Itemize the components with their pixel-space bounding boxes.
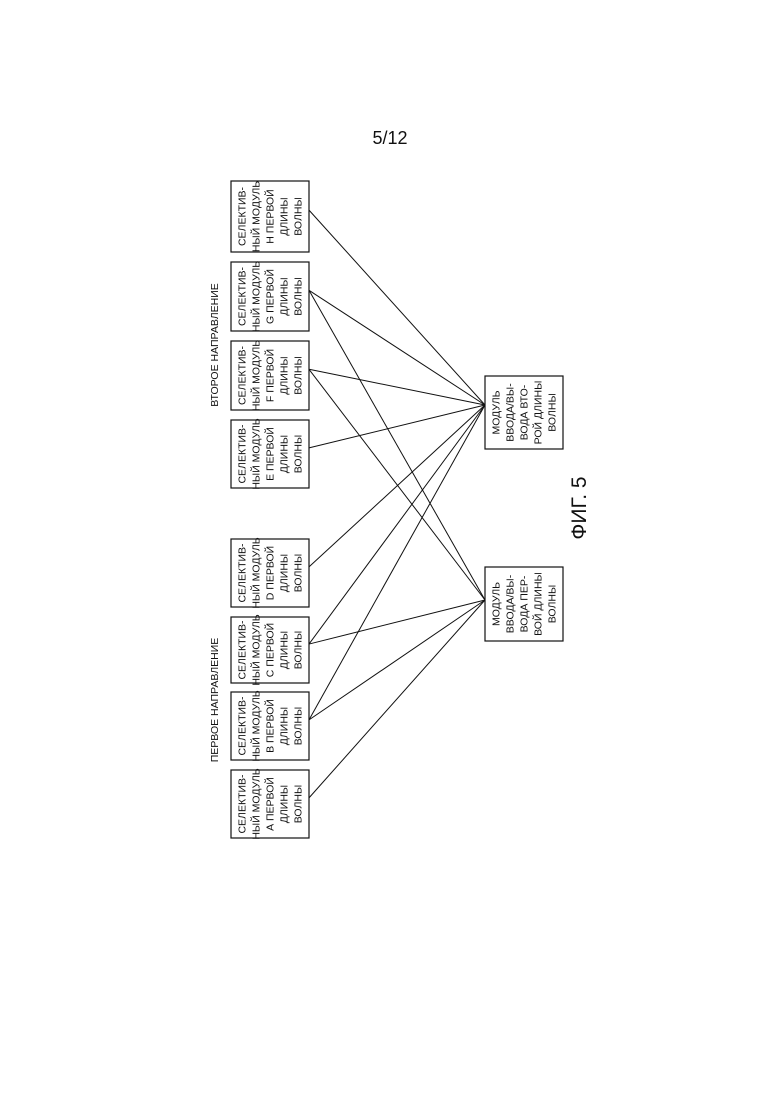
module-label-line: ВОЛНЫ xyxy=(292,554,304,592)
connection-b-io2 xyxy=(309,405,485,720)
connection-g-io1 xyxy=(309,290,485,600)
connection-a-io1 xyxy=(309,600,485,798)
module-label-line: ВОЙ ДЛИНЫ xyxy=(531,572,544,636)
figure-label: ФИГ. 5 xyxy=(568,476,591,539)
connection-d-io2 xyxy=(309,405,485,567)
selective-module-e: СЕЛЕКТИВ-НЫЙ МОДУЛЬЕ ПЕРВОЙДЛИНЫВОЛНЫ xyxy=(231,418,309,489)
module-label-line: НЫЙ МОДУЛЬ xyxy=(249,537,262,608)
module-label-line: СЕЛЕКТИВ- xyxy=(237,186,249,246)
module-label-line: СЕЛЕКТИВ- xyxy=(237,543,249,603)
module-label-line: ВОЛНЫ xyxy=(546,393,558,431)
module-label-line: СЕЛЕКТИВ- xyxy=(237,266,249,326)
module-label-line: ВВОДА/ВЫ- xyxy=(504,383,516,442)
module-label-line: ВОЛНЫ xyxy=(546,585,558,623)
module-label-line: А ПЕРВОЙ xyxy=(263,777,276,831)
module-label-line: ДЛИНЫ xyxy=(278,356,290,394)
module-label-line: ДЛИНЫ xyxy=(278,277,290,315)
module-label-line: ВОЛНЫ xyxy=(292,707,304,745)
module-label-line: СЕЛЕКТИВ- xyxy=(237,620,249,680)
first-direction-heading: ПЕРВОЕ НАПРАВЛЕНИЕ xyxy=(209,638,221,763)
module-label-line: СЕЛЕКТИВ- xyxy=(237,774,249,834)
module-label-line: ДЛИНЫ xyxy=(278,197,290,235)
module-label-line: С ПЕРВОЙ xyxy=(263,623,276,677)
module-label-line: ВОЛНЫ xyxy=(292,785,304,823)
module-label-line: СЕЛЕКТИВ- xyxy=(237,345,249,405)
module-label-line: НЫЙ МОДУЛЬ xyxy=(249,418,262,489)
selective-module-d: СЕЛЕКТИВ-НЫЙ МОДУЛЬD ПЕРВОЙДЛИНЫВОЛНЫ xyxy=(231,537,309,608)
module-label-line: ДЛИНЫ xyxy=(278,707,290,745)
module-label-line: НЫЙ МОДУЛЬ xyxy=(249,340,262,411)
module-label-line: НЫЙ МОДУЛЬ xyxy=(249,768,262,839)
module-label-line: СЕЛЕКТИВ- xyxy=(237,424,249,484)
module-label-line: ВОЛНЫ xyxy=(292,277,304,315)
module-label-line: F ПЕРВОЙ xyxy=(263,349,276,402)
selective-module-f: СЕЛЕКТИВ-НЫЙ МОДУЛЬF ПЕРВОЙДЛИНЫВОЛНЫ xyxy=(231,340,309,411)
selective-module-a: СЕЛЕКТИВ-НЫЙ МОДУЛЬА ПЕРВОЙДЛИНЫВОЛНЫ xyxy=(231,768,309,839)
connection-c-io2 xyxy=(309,405,485,644)
module-label-line: НЫЙ МОДУЛЬ xyxy=(249,261,262,332)
module-label-line: ВОЛНЫ xyxy=(292,356,304,394)
second-direction-heading: ВТОРОЕ НАПРАВЛЕНИЕ xyxy=(209,283,221,407)
connection-c-io1 xyxy=(309,600,485,644)
selective-module-h: СЕЛЕКТИВ-НЫЙ МОДУЛЬН ПЕРВОЙДЛИНЫВОЛНЫ xyxy=(231,181,309,252)
module-label-line: ДЛИНЫ xyxy=(278,554,290,592)
module-label-line: МОДУЛЬ xyxy=(491,582,503,626)
connection-f-io1 xyxy=(309,369,485,600)
module-label-line: НЫЙ МОДУЛЬ xyxy=(249,614,262,685)
module-label-line: D ПЕРВОЙ xyxy=(263,546,276,600)
module-label-line: В ПЕРВОЙ xyxy=(263,699,276,753)
module-label-line: МОДУЛЬ xyxy=(491,390,503,434)
module-label-line: НЫЙ МОДУЛЬ xyxy=(249,181,262,252)
module-label-line: РОЙ ДЛИНЫ xyxy=(531,381,544,445)
io-module-io2: МОДУЛЬВВОДА/ВЫ-ВОДА ВТО-РОЙ ДЛИНЫВОЛНЫ xyxy=(485,376,563,449)
module-label-line: ВОЛНЫ xyxy=(292,435,304,473)
module-label-line: ВОДА ПЕР- xyxy=(518,575,530,632)
selective-module-b: СЕЛЕКТИВ-НЫЙ МОДУЛЬВ ПЕРВОЙДЛИНЫВОЛНЫ xyxy=(231,690,309,761)
module-label-line: ДЛИНЫ xyxy=(278,631,290,669)
module-label-line: Н ПЕРВОЙ xyxy=(263,189,276,243)
module-label-line: Е ПЕРВОЙ xyxy=(263,427,276,481)
selective-module-g: СЕЛЕКТИВ-НЫЙ МОДУЛЬG ПЕРВОЙДЛИНЫВОЛНЫ xyxy=(231,261,309,332)
module-label-line: ВОЛНЫ xyxy=(292,631,304,669)
module-label-line: СЕЛЕКТИВ- xyxy=(237,696,249,756)
module-boxes: СЕЛЕКТИВ-НЫЙ МОДУЛЬА ПЕРВОЙДЛИНЫВОЛНЫСЕЛ… xyxy=(231,181,563,840)
module-label-line: ДЛИНЫ xyxy=(278,785,290,823)
module-label-line: НЫЙ МОДУЛЬ xyxy=(249,690,262,761)
io-module-io1: МОДУЛЬВВОДА/ВЫ-ВОДА ПЕР-ВОЙ ДЛИНЫВОЛНЫ xyxy=(485,567,563,641)
selective-module-c: СЕЛЕКТИВ-НЫЙ МОДУЛЬС ПЕРВОЙДЛИНЫВОЛНЫ xyxy=(231,614,309,685)
module-label-line: ВВОДА/ВЫ- xyxy=(504,574,516,633)
connection-lines xyxy=(309,210,485,798)
module-label-line: ВОЛНЫ xyxy=(292,197,304,235)
connection-b-io1 xyxy=(309,600,485,720)
module-label-line: ВОДА ВТО- xyxy=(518,384,530,440)
module-label-line: ДЛИНЫ xyxy=(278,435,290,473)
connection-f-io2 xyxy=(309,369,485,405)
module-label-line: G ПЕРВОЙ xyxy=(263,269,276,324)
